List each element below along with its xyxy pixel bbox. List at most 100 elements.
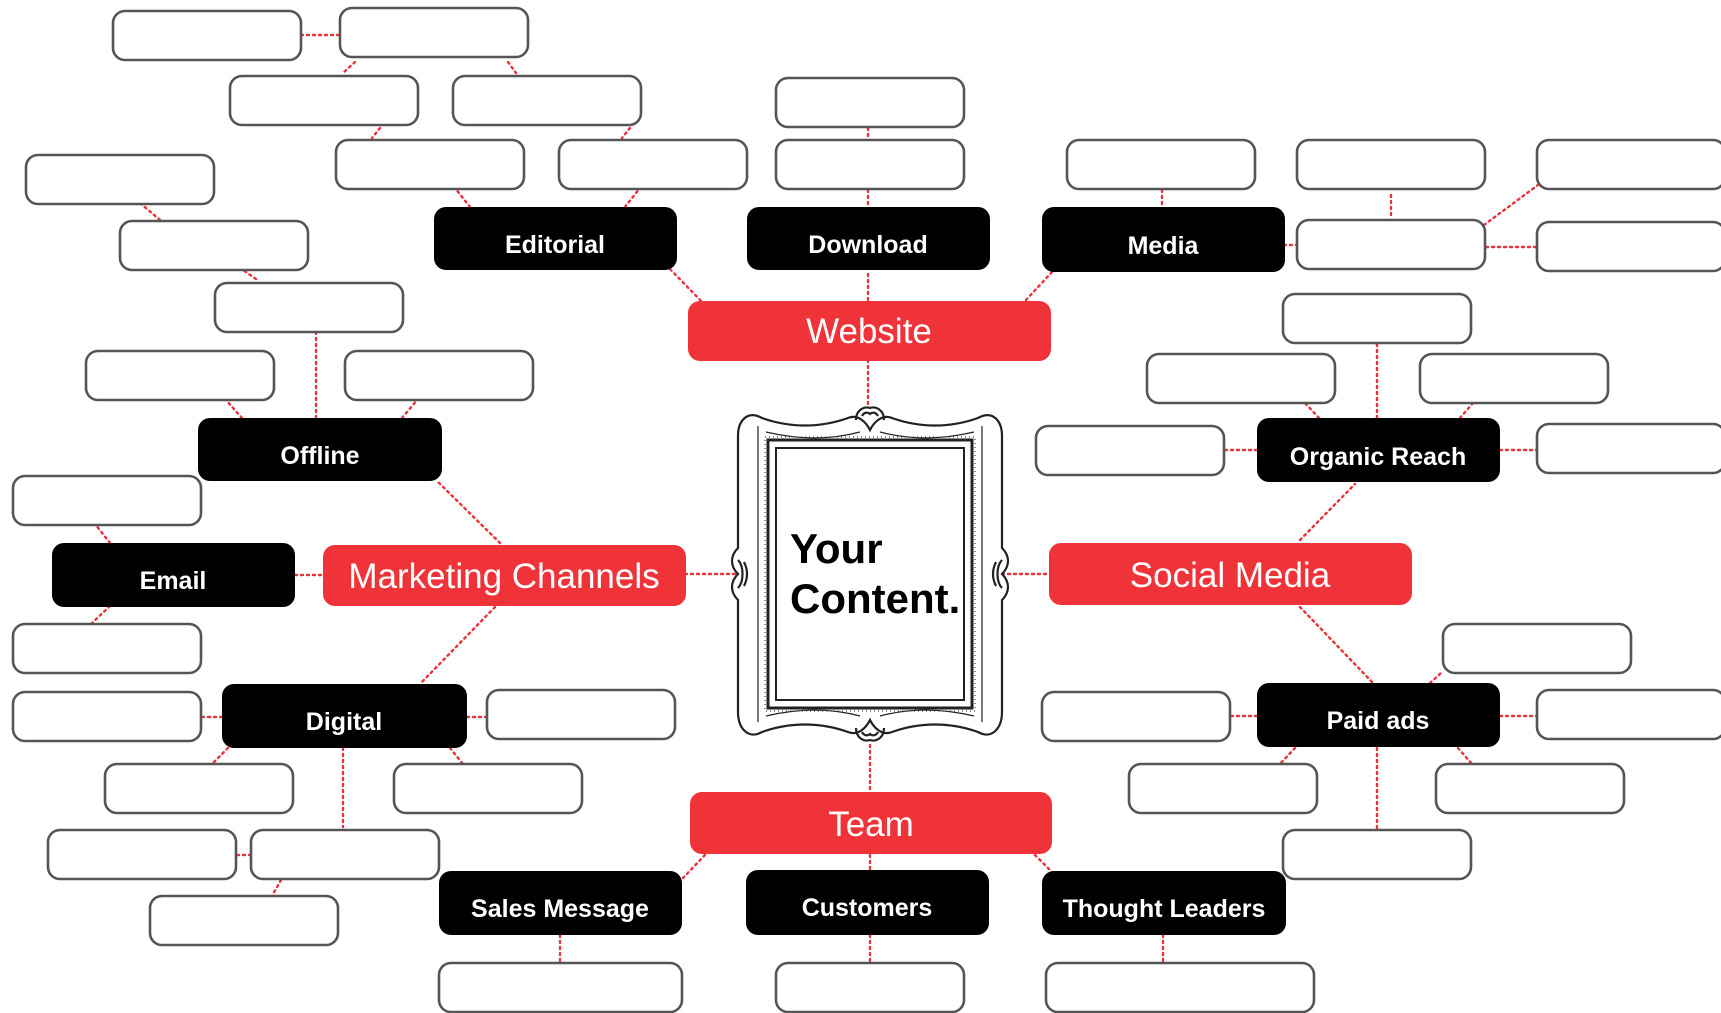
subtopic-offline[interactable]: Offline	[198, 418, 442, 481]
empty-box[interactable]	[774, 138, 966, 191]
empty-box[interactable]	[338, 6, 530, 59]
connector-media-r-diag	[1482, 183, 1540, 227]
empty-box[interactable]	[557, 138, 749, 191]
frame-inner-panel	[775, 447, 965, 701]
empty-box[interactable]	[24, 153, 216, 206]
connector-ed-mid-top2	[506, 60, 518, 75]
frame-second-border	[757, 426, 983, 722]
empty-box[interactable]	[437, 961, 684, 1013]
connector-offline-chain1	[241, 268, 258, 281]
empty-box[interactable]	[774, 961, 966, 1013]
subtopic-sales-message[interactable]: Sales Message	[439, 871, 682, 935]
empty-box[interactable]	[1040, 690, 1232, 743]
empty-box[interactable]	[1281, 292, 1473, 345]
empty-box[interactable]	[1535, 688, 1721, 741]
subtopic-customers[interactable]: Customers	[746, 870, 989, 935]
connector-paid-dl	[1278, 746, 1297, 766]
topic-marketing-channels[interactable]: Marketing Channels	[323, 545, 686, 606]
frame-left-ornament	[737, 559, 749, 589]
empty-box[interactable]	[451, 74, 643, 127]
subtopic-media[interactable]: Media	[1042, 207, 1285, 272]
topic-team-label: Team	[828, 805, 914, 844]
subtopic-thought-leaders[interactable]: Thought Leaders	[1042, 871, 1286, 935]
empty-box[interactable]	[485, 688, 677, 741]
connector-ed-rbox-mid	[620, 126, 632, 140]
empty-box[interactable]	[148, 894, 340, 947]
subtopic-email-label: Email	[140, 567, 207, 595]
connector-paid-up	[1428, 671, 1443, 685]
empty-box[interactable]	[392, 762, 584, 815]
empty-box[interactable]	[1295, 138, 1487, 191]
connector-paid-dr	[1456, 746, 1474, 766]
empty-box[interactable]	[46, 828, 238, 881]
empty-box[interactable]	[1418, 352, 1610, 405]
empty-box[interactable]	[249, 828, 441, 881]
empty-box[interactable]	[1145, 352, 1337, 405]
empty-box[interactable]	[1281, 828, 1473, 881]
topic-website[interactable]: Website	[688, 301, 1051, 361]
connector-email-down	[90, 604, 112, 625]
empty-box[interactable]	[1434, 762, 1626, 815]
topic-social-media-label: Social Media	[1130, 556, 1331, 595]
subtopic-digital[interactable]: Digital	[222, 684, 467, 748]
connector-offline-left	[223, 397, 244, 420]
subtopic-nodes: Editorial Download Media Offline Email D…	[52, 207, 1500, 935]
empty-box[interactable]	[1441, 622, 1633, 675]
connector-ed-mid-top	[341, 60, 357, 75]
connector-offline-right	[400, 397, 420, 420]
empty-box[interactable]	[11, 622, 203, 675]
subtopic-customers-label: Customers	[802, 894, 933, 922]
topic-nodes: Website Marketing Channels Social Media …	[323, 301, 1412, 854]
subtopic-paid-ads[interactable]: Paid ads	[1257, 683, 1500, 747]
topic-social-media[interactable]: Social Media	[1049, 543, 1412, 605]
subtopic-editorial[interactable]: Editorial	[434, 207, 677, 270]
subtopic-thought-leaders-label: Thought Leaders	[1063, 895, 1266, 923]
center-title-line2: Content.	[790, 575, 960, 622]
empty-box[interactable]	[1535, 422, 1721, 475]
frame-right-ornament	[991, 559, 1003, 589]
empty-box[interactable]	[1044, 961, 1316, 1013]
empty-box[interactable]	[1535, 138, 1721, 191]
empty-box[interactable]	[84, 349, 276, 402]
subtopic-editorial-label: Editorial	[505, 231, 605, 259]
connector-organic-ul	[1303, 401, 1321, 420]
connectors	[90, 33, 1540, 965]
frame-dotted-border	[764, 436, 976, 712]
empty-box[interactable]	[103, 762, 295, 815]
empty-box[interactable]	[343, 349, 535, 402]
connector-editorial-left	[453, 186, 472, 209]
connector-social-organic	[1298, 482, 1357, 542]
connector-email-up	[93, 522, 112, 545]
topic-marketing-channels-label: Marketing Channels	[348, 557, 659, 596]
empty-box[interactable]	[774, 76, 966, 129]
topic-team[interactable]: Team	[690, 792, 1052, 854]
empty-box[interactable]	[228, 74, 420, 127]
center-title-line1: Your	[790, 525, 883, 572]
subtopic-offline-label: Offline	[280, 442, 359, 470]
empty-boxes	[11, 6, 1721, 1013]
subtopic-download[interactable]: Download	[747, 207, 990, 270]
empty-box[interactable]	[1295, 218, 1487, 271]
subtopic-digital-label: Digital	[306, 708, 382, 736]
subtopic-email[interactable]: Email	[52, 543, 295, 607]
subtopic-sales-message-label: Sales Message	[471, 895, 649, 923]
connector-organic-ur	[1458, 401, 1475, 420]
empty-box[interactable]	[1065, 138, 1257, 191]
empty-box[interactable]	[118, 219, 310, 272]
connector-website-editorial	[667, 266, 707, 307]
empty-box[interactable]	[1034, 424, 1226, 477]
empty-box[interactable]	[1535, 220, 1721, 273]
empty-box[interactable]	[111, 9, 303, 62]
connector-website-media	[1024, 270, 1054, 302]
topic-website-label: Website	[806, 312, 932, 351]
empty-box[interactable]	[334, 138, 526, 191]
empty-box[interactable]	[11, 474, 203, 527]
connector-ed-lbox-mid	[370, 126, 382, 140]
connector-team-sales	[681, 853, 707, 880]
subtopic-organic-reach[interactable]: Organic Reach	[1257, 418, 1500, 482]
empty-box[interactable]	[11, 690, 203, 743]
frame-top-ornament	[854, 406, 886, 421]
empty-box[interactable]	[1127, 762, 1319, 815]
empty-box[interactable]	[213, 281, 405, 334]
